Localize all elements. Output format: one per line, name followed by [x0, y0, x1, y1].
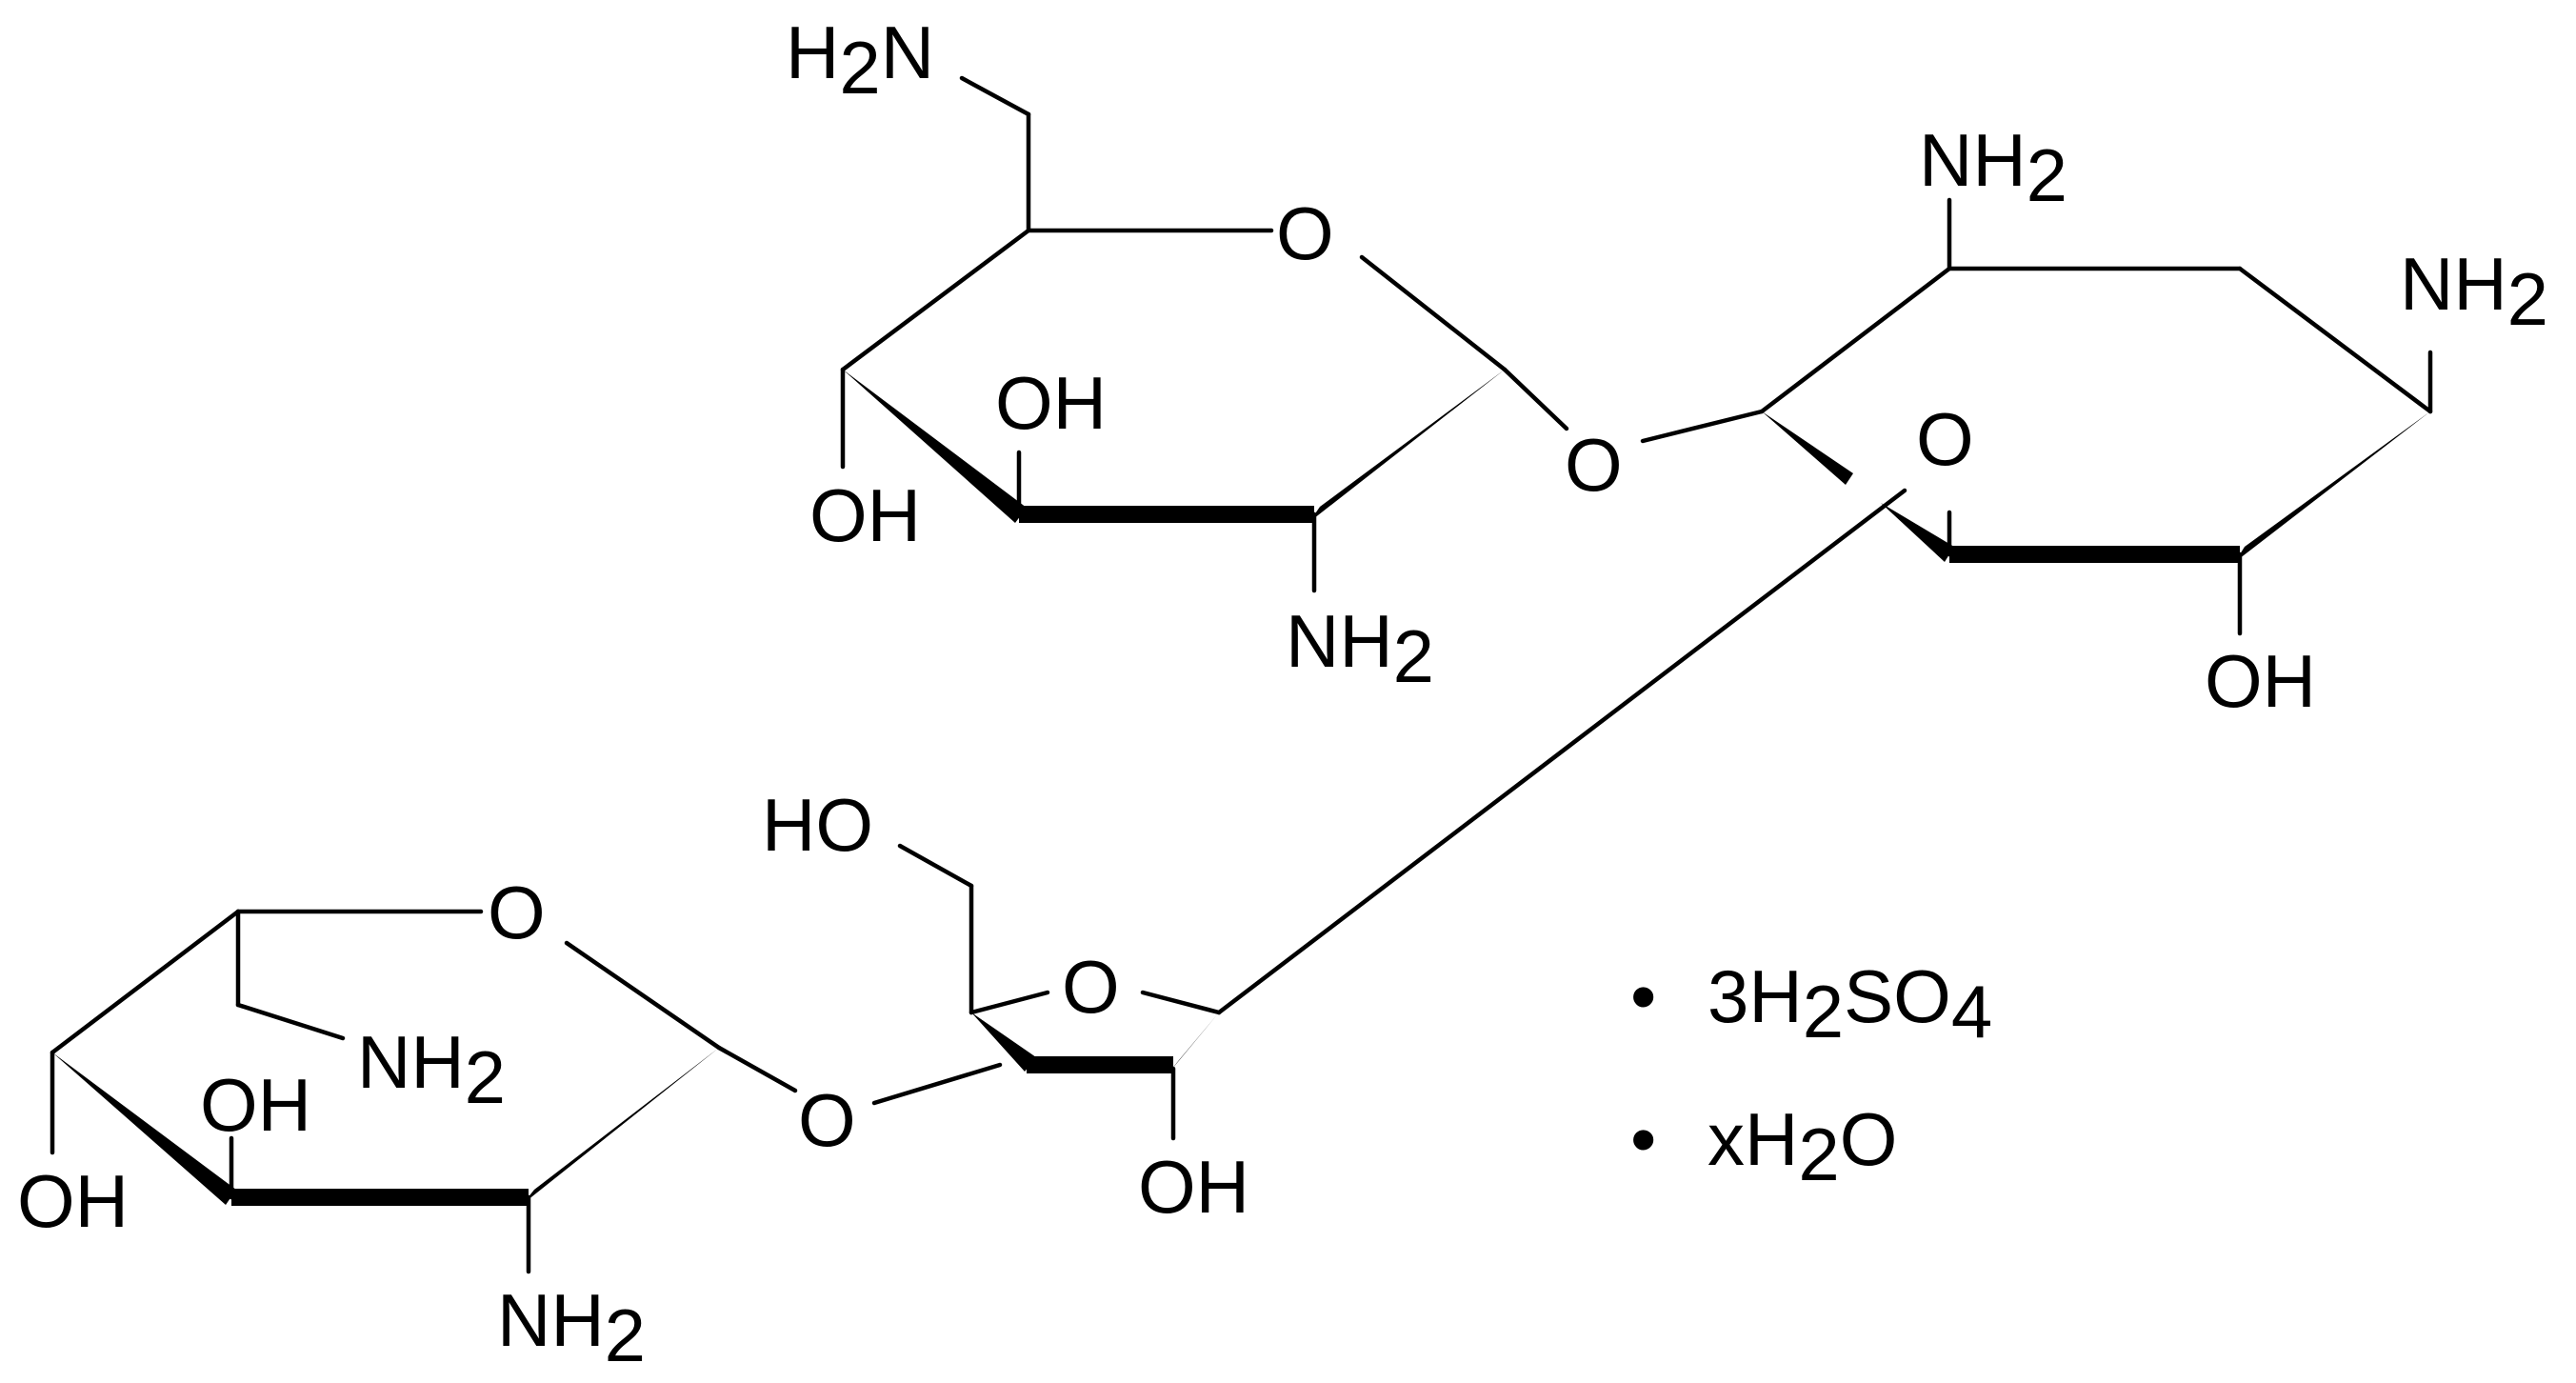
ring-oxygen-label: O: [1276, 191, 1334, 275]
bond: [1502, 367, 1569, 431]
wedge-bonds: [52, 370, 2430, 1206]
bond: [897, 843, 974, 889]
bond: [50, 909, 241, 1055]
hydroxyl-label: OH: [1138, 1145, 1249, 1229]
bridge-oxygen-label: O: [798, 1078, 856, 1162]
sulfate-label: 3H2SO4: [1707, 954, 1992, 1053]
amine-label: NH2: [2400, 242, 2548, 341]
bond: [1140, 990, 1222, 1015]
wedge-bond: [231, 1189, 529, 1206]
bond: [968, 990, 1050, 1015]
wedge-bond: [1168, 1012, 1219, 1074]
bond: [1216, 488, 1907, 1015]
bond: [564, 940, 722, 1051]
wedge-bond: [971, 1012, 1036, 1072]
wedge-bond: [523, 1048, 719, 1204]
bond: [959, 75, 1031, 117]
wedge-bond: [1762, 411, 1853, 485]
hydroxyl-label: OH: [17, 1159, 129, 1243]
ring-oxygen-label: O: [1062, 945, 1120, 1029]
hydroxyl-label: HO: [762, 783, 873, 867]
bridge-oxygen-label: O: [1565, 423, 1623, 507]
wedge-bond: [52, 1052, 236, 1205]
amine-label: H2N: [786, 10, 934, 110]
wedge-bond: [843, 370, 1027, 523]
atom-labels: H2N O OH OH NH2 O NH2 NH2 O OH HO O OH O…: [17, 10, 2548, 1377]
bond: [2237, 266, 2433, 414]
hydroxyl-label: OH: [995, 361, 1107, 445]
wedge-bond: [1949, 546, 2240, 563]
bullet-icon: •: [1630, 1097, 1656, 1181]
salt-annotation: • 3H2SO4 • xH2O: [1630, 954, 1992, 1196]
amine-label: NH2: [497, 1278, 646, 1377]
bonds: [50, 75, 2433, 1274]
water-label: xH2O: [1707, 1097, 1897, 1196]
bond: [840, 228, 1031, 372]
wedge-bond: [1309, 370, 1505, 522]
ring-oxygen-label: O: [1916, 397, 1974, 481]
amine-label: NH2: [357, 1020, 506, 1119]
bond: [235, 1002, 346, 1041]
amine-label: NH2: [1286, 599, 1434, 698]
amine-label: NH2: [1919, 118, 2067, 217]
bond: [1359, 254, 1508, 372]
hydroxyl-label: OH: [2205, 639, 2316, 723]
bond: [716, 1045, 798, 1093]
wedge-bond: [1019, 506, 1314, 523]
hydroxyl-label: OH: [809, 473, 921, 557]
bond: [1759, 266, 1952, 414]
wedge-bond: [2235, 411, 2430, 562]
bullet-icon: •: [1630, 954, 1656, 1038]
bond: [1640, 409, 1765, 444]
wedge-bond: [1881, 503, 1954, 562]
hydroxyl-label: OH: [200, 1063, 311, 1147]
wedge-bond: [1027, 1056, 1173, 1073]
bond: [871, 1062, 1003, 1106]
ring-oxygen-label: O: [488, 871, 546, 954]
